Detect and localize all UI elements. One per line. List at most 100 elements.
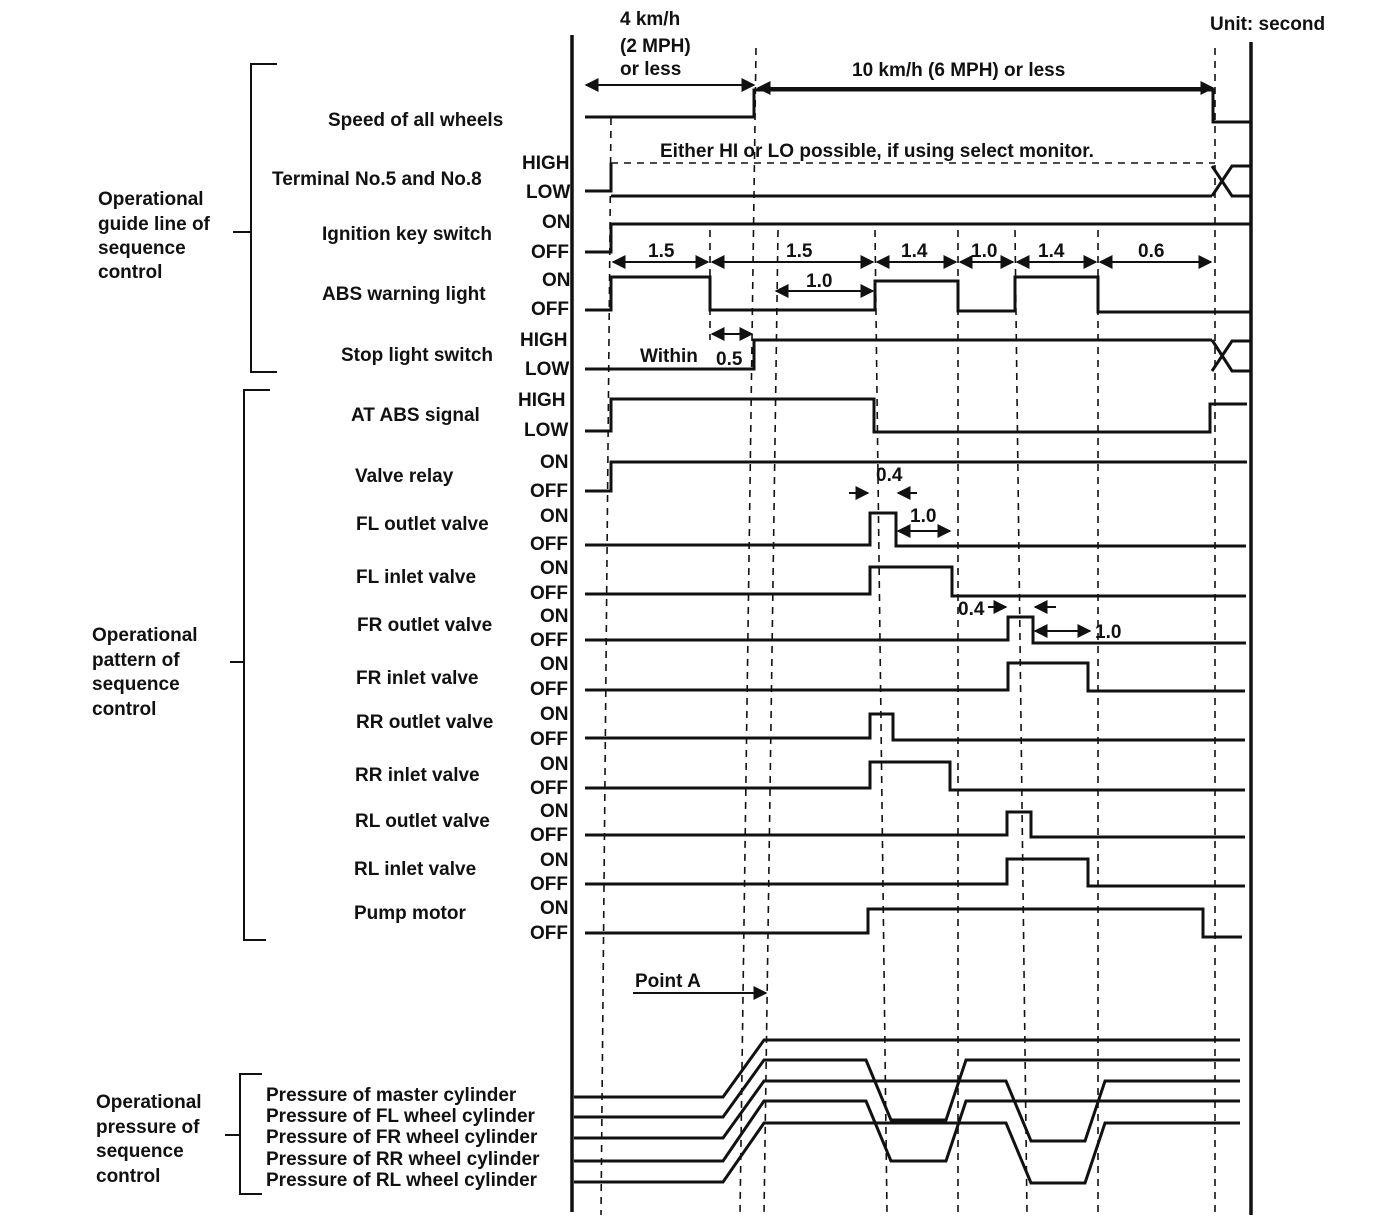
group-pressure-line-3: sequence <box>96 1141 184 1162</box>
group-label-pressure: Operational pressure of sequence control <box>96 1092 202 1187</box>
waveform-pump-motor <box>585 907 1242 939</box>
timing-label-2: 1.5 <box>786 241 813 262</box>
waveforms <box>585 88 1251 939</box>
waveform-ignition <box>585 222 1251 254</box>
timing-label-1: 1.5 <box>648 241 675 262</box>
signal-name-ignition: Ignition key switch <box>322 224 492 245</box>
level-high-fl-outlet: ON <box>540 506 569 527</box>
level-low-rr-inlet: OFF <box>530 778 568 799</box>
level-high-rr-inlet: ON <box>540 754 569 775</box>
group-guide-line-3: sequence <box>98 238 186 259</box>
level-low-rl-outlet: OFF <box>530 825 568 846</box>
group-brackets <box>225 63 277 1195</box>
group-pressure-line-1: Operational <box>96 1092 202 1113</box>
group-label-guide: Operational guide line of sequence contr… <box>98 189 211 283</box>
group-pattern-line-4: control <box>92 699 156 720</box>
signal-name-terminal: Terminal No.5 and No.8 <box>272 169 482 190</box>
waveform-rl-inlet <box>585 857 1245 888</box>
waveform-speed <box>585 88 1251 124</box>
group-guide-line-4: control <box>98 262 162 283</box>
level-low-fl-outlet: OFF <box>530 534 568 555</box>
waveform-rl-outlet <box>585 810 1245 839</box>
level-high-fr-inlet: ON <box>540 654 569 675</box>
waveform-fl-outlet <box>585 511 1246 548</box>
unit-label: Unit: second <box>1210 14 1325 35</box>
level-low-rl-inlet: OFF <box>530 874 568 895</box>
signal-name-stop-light: Stop light switch <box>341 345 493 366</box>
signal-name-rr-outlet: RR outlet valve <box>356 712 493 733</box>
signal-name-fl-inlet: FL inlet valve <box>356 567 476 588</box>
level-high-rl-outlet: ON <box>540 801 569 822</box>
waveform-rr-inlet <box>585 760 1245 792</box>
waveform-terminal <box>585 163 613 193</box>
low-speed-label-2: (2 MPH) <box>620 36 691 57</box>
signal-name-pump-motor: Pump motor <box>354 903 466 924</box>
signal-name-valve-relay: Valve relay <box>355 466 454 487</box>
low-speed-label-1: 4 km/h <box>620 9 680 30</box>
pressure-rl-wheel-cylinder <box>574 1121 1240 1185</box>
waveform-valve-relay <box>585 460 1247 493</box>
level-high-pump-motor: ON <box>540 898 569 919</box>
group-guide-line-1: Operational <box>98 189 204 210</box>
signal-name-fr-inlet: FR inlet valve <box>356 668 479 689</box>
level-low-valve-relay: OFF <box>530 481 568 502</box>
signal-name-fl-outlet: FL outlet valve <box>356 514 489 535</box>
low-speed-label-3: or less <box>620 59 681 80</box>
pressure-curves <box>574 1038 1240 1185</box>
pressure-rr-wheel-cylinder <box>574 1099 1240 1163</box>
level-low-fr-outlet: OFF <box>530 630 568 651</box>
group-label-pattern: Operational pattern of sequence control <box>92 625 198 720</box>
level-low-abs-warning: OFF <box>531 299 569 320</box>
level-low-stop-light: LOW <box>525 359 569 380</box>
signal-name-fr-outlet: FR outlet valve <box>357 615 492 636</box>
fl-inlet-hold-label: 1.0 <box>910 506 936 527</box>
pressure-fl-wheel-cylinder <box>574 1058 1240 1122</box>
group-guide-line-2: guide line of <box>98 214 211 235</box>
level-high-abs-warning: ON <box>542 270 571 291</box>
speed-annotations: 4 km/h (2 MPH) or less 10 km/h (6 MPH) o… <box>584 9 1215 95</box>
pressure-label-rl: Pressure of RL wheel cylinder <box>266 1170 538 1191</box>
timing-label-6: 0.6 <box>1138 241 1164 262</box>
pressure-master-cylinder <box>574 1038 1240 1099</box>
pressure-label-master: Pressure of master cylinder <box>266 1085 517 1106</box>
fr-inlet-hold-label: 1.0 <box>1095 622 1121 643</box>
level-low-rr-outlet: OFF <box>530 729 568 750</box>
timing-label-3: 1.4 <box>901 241 928 262</box>
level-high-stop-light: HIGH <box>520 330 568 351</box>
waveform-fl-inlet <box>585 565 1246 598</box>
group-pattern-line-1: Operational <box>92 625 198 646</box>
group-pressure-line-2: pressure of <box>96 1117 200 1138</box>
level-low-pump-motor: OFF <box>530 923 568 944</box>
level-high-valve-relay: ON <box>540 452 569 473</box>
timing-label-5: 1.4 <box>1038 241 1065 262</box>
level-low-at-abs: LOW <box>524 420 568 441</box>
signal-labels: Speed of all wheels Terminal No.5 and No… <box>272 110 571 944</box>
pressure-label-fr: Pressure of FR wheel cylinder <box>266 1127 538 1148</box>
level-low-terminal: LOW <box>526 182 570 203</box>
level-low-ignition: OFF <box>531 242 569 263</box>
select-monitor-note: Either HI or LO possible, if using selec… <box>660 141 1094 162</box>
level-high-rr-outlet: ON <box>540 704 569 725</box>
signal-name-speed: Speed of all wheels <box>328 110 503 131</box>
within-label: Within <box>640 346 698 367</box>
waveform-at-abs <box>585 397 1247 434</box>
waveform-abs-warning <box>585 275 1251 314</box>
timing-reference-lines <box>600 47 1216 1216</box>
waveform-rr-outlet <box>585 712 1245 742</box>
waveform-stop-light <box>585 338 1212 371</box>
abs-off-label: 1.0 <box>806 271 832 292</box>
pressure-labels: Pressure of master cylinder Pressure of … <box>266 1085 540 1191</box>
point-a-label: Point A <box>635 971 701 992</box>
level-high-at-abs: HIGH <box>518 390 566 411</box>
signal-name-at-abs: AT ABS signal <box>351 405 480 426</box>
pressure-label-rr: Pressure of RR wheel cylinder <box>266 1149 540 1170</box>
pressure-fr-wheel-cylinder <box>574 1079 1240 1143</box>
level-high-fl-inlet: ON <box>540 558 569 579</box>
level-high-terminal: HIGH <box>522 153 570 174</box>
level-high-rl-inlet: ON <box>540 850 569 871</box>
high-speed-label: 10 km/h (6 MPH) or less <box>852 60 1065 81</box>
group-pattern-line-3: sequence <box>92 674 180 695</box>
waveform-terminal-x <box>1210 164 1251 197</box>
pressure-label-fl: Pressure of FL wheel cylinder <box>266 1106 536 1127</box>
